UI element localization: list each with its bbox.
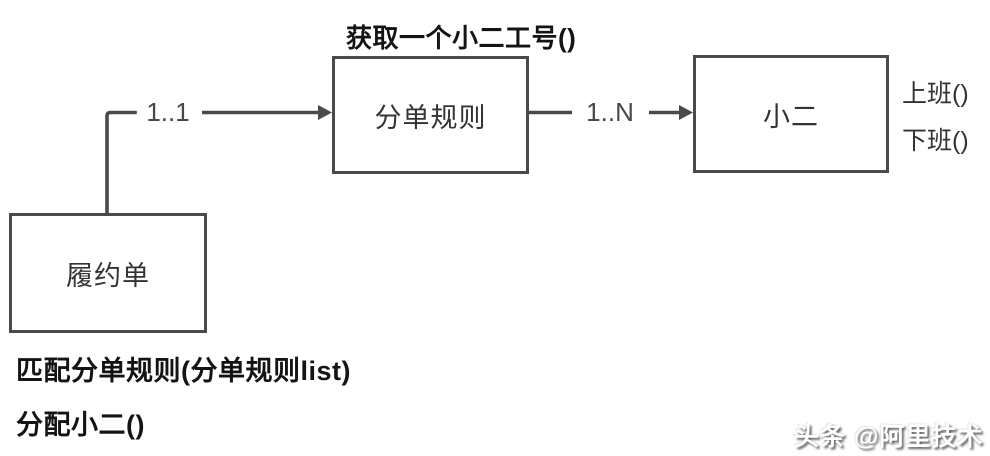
connector-fulfillment-to-rule-elbow xyxy=(105,110,137,215)
box-fulfillment-order: 履约单 xyxy=(9,213,207,333)
arrowhead-into-assistant-icon xyxy=(679,105,693,120)
box-split-rule-label: 分单规则 xyxy=(374,102,487,133)
multiplicity-fulfillment-to-rule: 1..1 xyxy=(146,97,190,127)
fulfillment-method-assign-assistant: 分配小二() xyxy=(16,410,145,440)
box-assistant: 小二 xyxy=(693,55,889,173)
diagram-title: 获取一个小二工号() xyxy=(346,23,577,53)
assistant-method-on-duty: 上班() xyxy=(902,80,969,108)
fulfillment-method-match-rule: 匹配分单规则(分单规则list) xyxy=(16,356,351,386)
arrowhead-into-split-rule-icon xyxy=(318,105,332,120)
watermark-toutiao-ali-tech: 头条 @阿里技术 xyxy=(794,423,984,451)
multiplicity-rule-to-assistant: 1..N xyxy=(586,97,634,127)
box-fulfillment-order-label: 履约单 xyxy=(66,260,150,291)
box-split-rule: 分单规则 xyxy=(332,56,529,174)
box-assistant-label: 小二 xyxy=(763,101,819,132)
assistant-method-off-duty: 下班() xyxy=(902,127,969,155)
